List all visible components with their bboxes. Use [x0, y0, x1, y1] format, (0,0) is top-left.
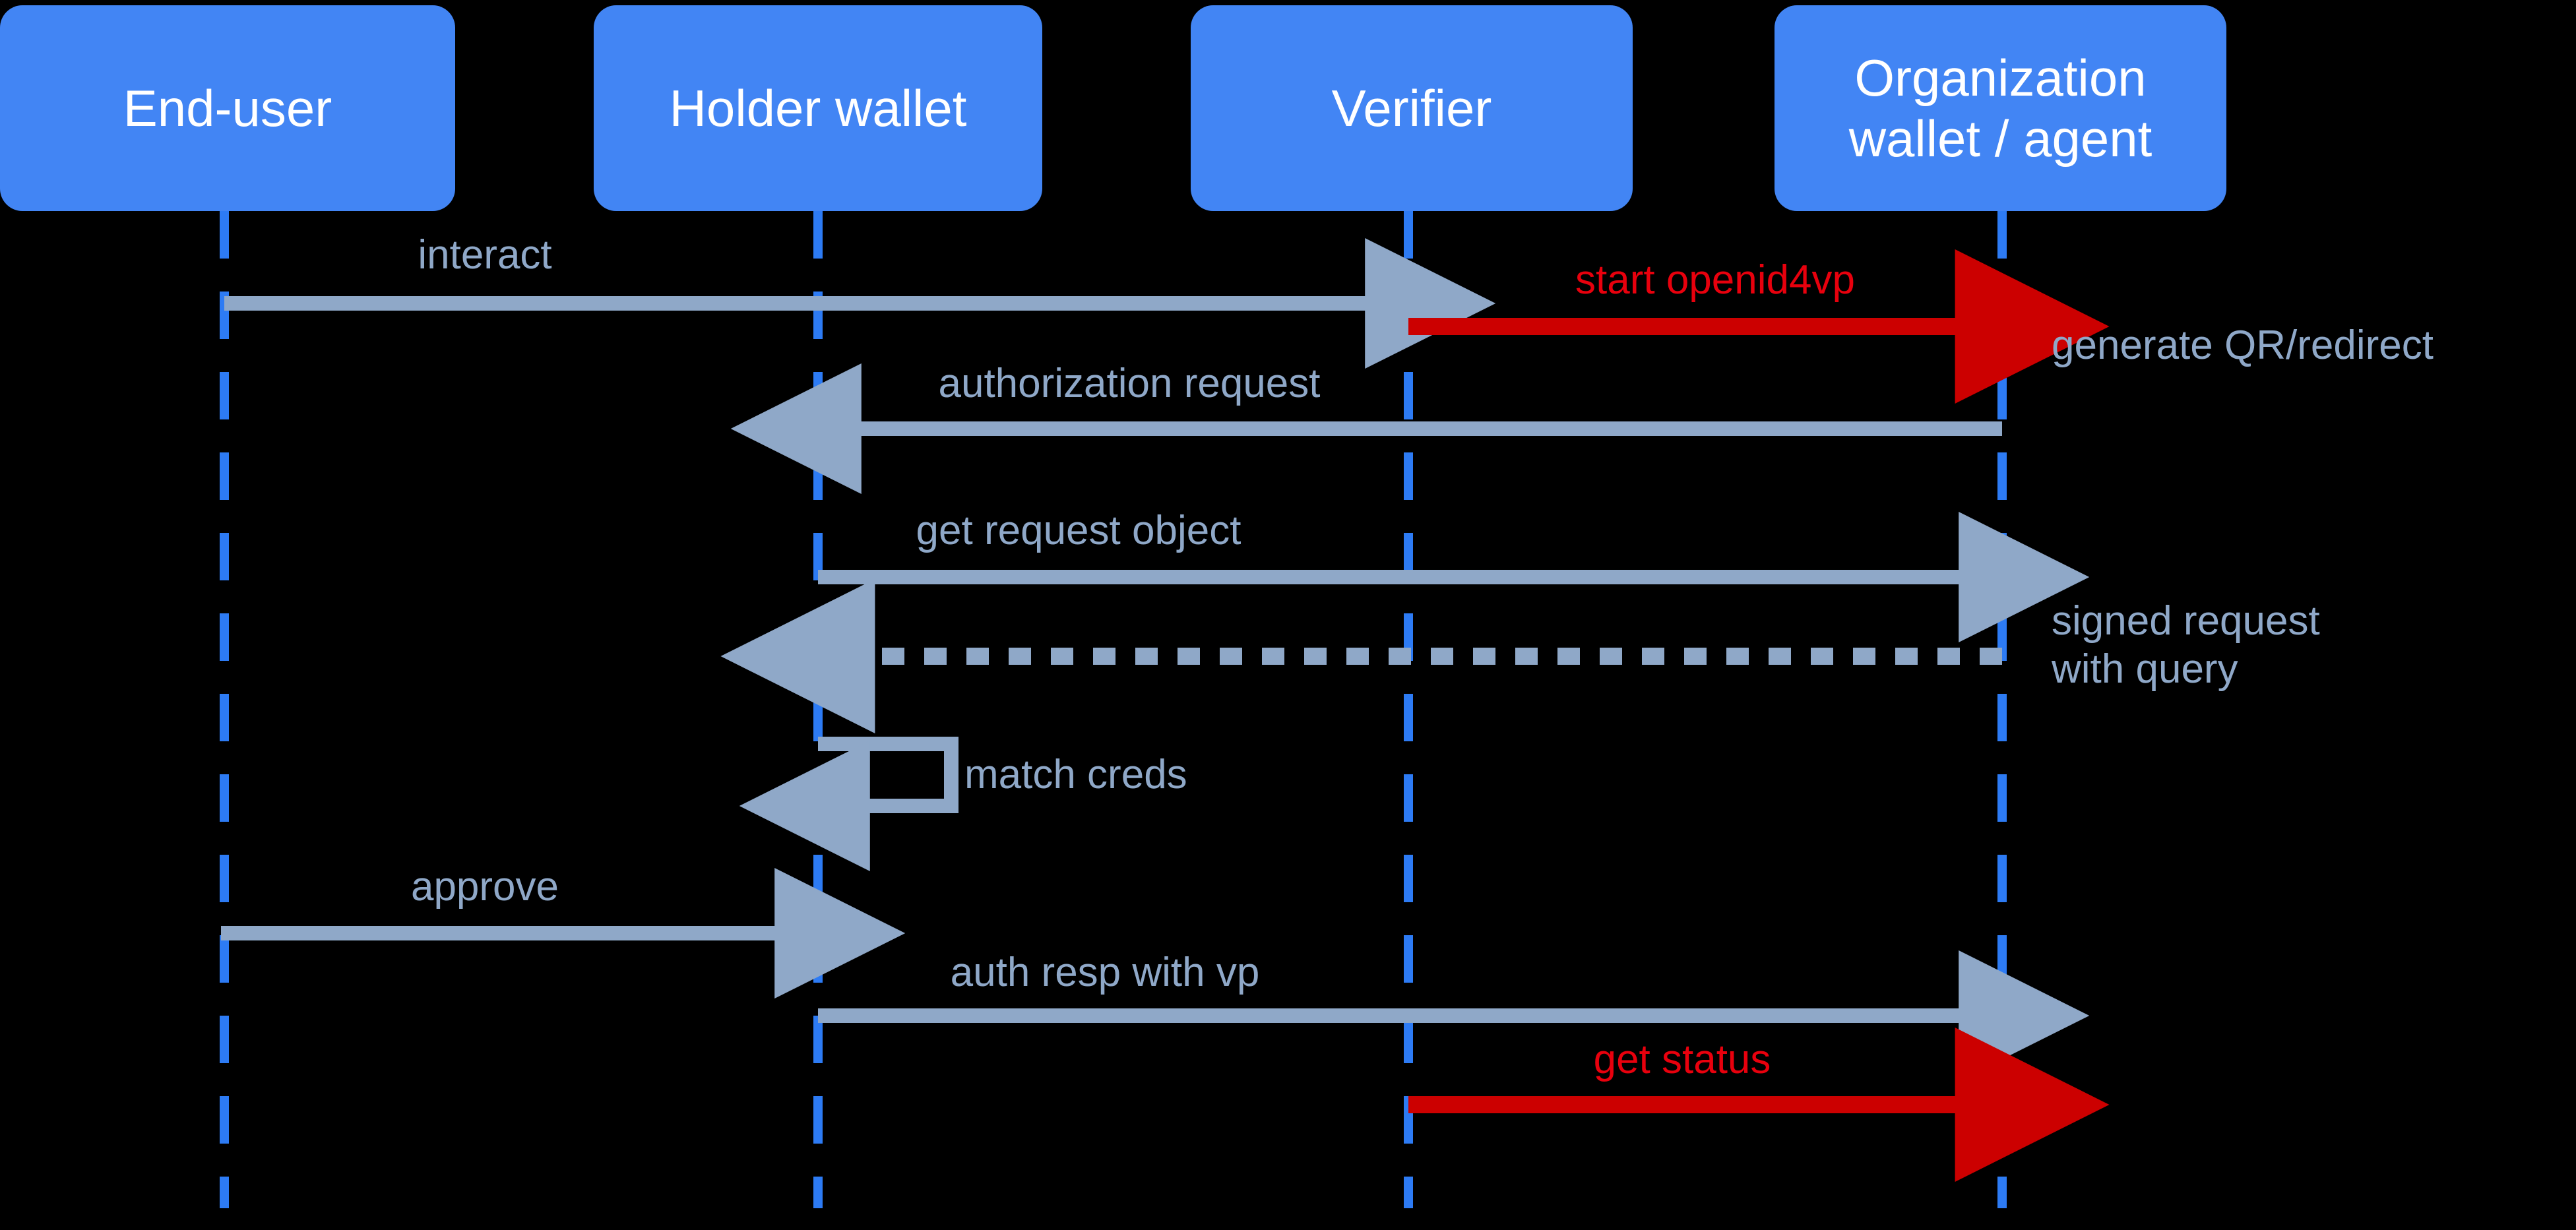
message-label-auth-resp-with-vp: auth resp with vp — [950, 950, 1260, 995]
message-label-authorization-request: authorization request — [938, 361, 1321, 406]
lane-label-holder-wallet: Holder wallet — [669, 78, 967, 137]
lane-box-organization[interactable]: Organization wallet / agent — [1775, 5, 2226, 211]
lifeline-end-user — [220, 211, 229, 1208]
message-label-match-creds: match creds — [964, 752, 1187, 797]
lane-label-organization: Organization wallet / agent — [1848, 48, 2152, 168]
lane-box-end-user[interactable]: End-user — [0, 5, 455, 211]
arrow-match-creds — [739, 737, 958, 871]
message-label-interact: interact — [418, 232, 552, 278]
lane-label-verifier: Verifier — [1331, 78, 1492, 137]
lifeline-organization — [1997, 211, 2007, 1208]
lane-box-holder-wallet[interactable]: Holder wallet — [594, 5, 1042, 211]
message-label-get-request-object: get request object — [916, 508, 1241, 553]
lifeline-holder-wallet — [813, 211, 823, 1208]
message-label-start-openid4vp: start openid4vp — [1575, 257, 1855, 303]
lane-label-end-user: End-user — [123, 78, 332, 137]
message-label-generate-qr-redirect: generate QR/redirect — [2052, 323, 2434, 368]
lane-box-verifier[interactable]: Verifier — [1191, 5, 1633, 211]
message-label-signed-request-with-query: signed request with query — [2052, 598, 2320, 692]
lifeline-verifier — [1404, 211, 1413, 1208]
message-label-get-status: get status — [1593, 1037, 1771, 1082]
message-label-approve: approve — [410, 864, 559, 909]
